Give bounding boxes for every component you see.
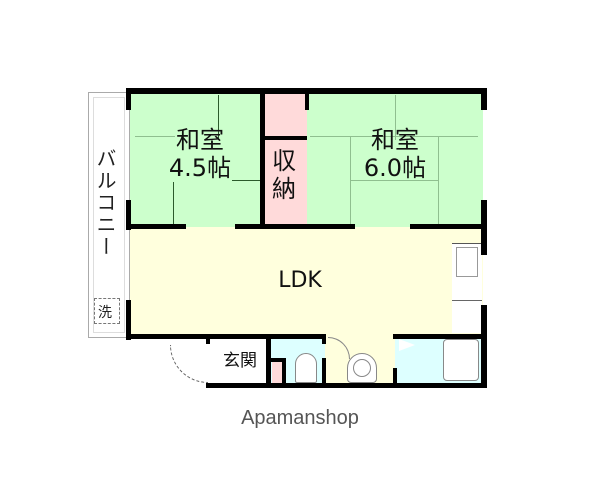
room-entrance: [210, 345, 270, 385]
washbasin: [347, 353, 377, 383]
room-storage: [262, 92, 307, 227]
room-washitsu-6-0-label: 和室 6.0帖: [363, 126, 427, 182]
room-ldk: [130, 227, 483, 335]
brand-label: Apamanshop: [241, 407, 359, 429]
washer-label: 洗: [98, 305, 112, 321]
room-entrance-label: 玄関: [223, 351, 257, 371]
room-ldk-label: LDK: [278, 268, 322, 293]
balcony-label: バルコニー: [93, 148, 117, 258]
balcony: [88, 92, 130, 338]
washer-space: 洗: [94, 298, 120, 324]
room-washitsu-4-5: [130, 92, 262, 227]
toilet-fixture: [295, 353, 317, 383]
room-storage-label: 収 納: [272, 147, 296, 203]
bathtub: [443, 339, 479, 381]
entrance-door-swing: [170, 345, 208, 383]
room-washitsu-4-5-label: 和室 4.5帖: [168, 126, 232, 182]
